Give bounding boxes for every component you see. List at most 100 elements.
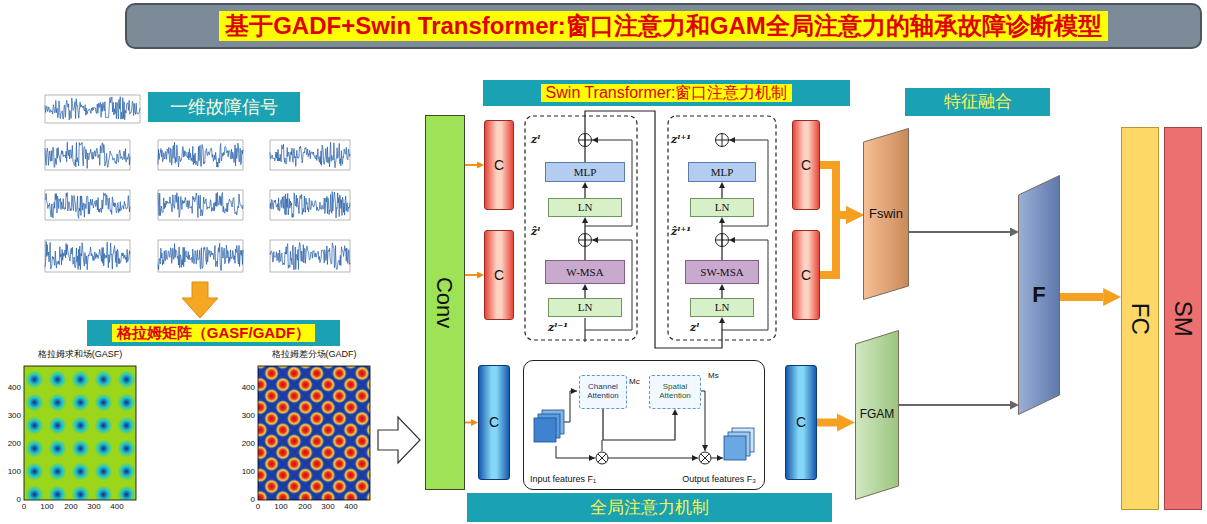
norm-box: LN [690,298,754,317]
connector [465,164,477,166]
plot-frame [270,190,350,220]
axis-tick: 100 [242,468,255,476]
gam-module: Input features F₁Output features F₃Chann… [523,360,765,490]
flow-arrow [820,165,846,215]
norm-box: LN [690,198,754,217]
down-arrow [182,282,218,318]
attention-box: Spatial Attention [649,375,701,409]
channel-block: C [478,365,510,480]
mlp-box: MLP [545,162,625,182]
multiply-symbol [596,452,711,464]
plot-frame [270,240,350,272]
plot-frame [270,140,350,170]
node-text: Channel Attention [580,383,626,401]
title-banner: 基于GADF+Swin Transformer:窗口注意力和GAM全局注意力的轴… [125,3,1202,49]
plot-frame [45,240,130,272]
channel-block: C [792,230,820,320]
signal-plot [270,190,350,220]
signal-trace [158,243,243,270]
connector [584,223,585,260]
signal-trace [158,192,243,217]
axis-tick: 100 [40,503,53,511]
node-text: LN [578,201,593,214]
plot-frame [45,190,130,220]
attention-box: W-MSA [545,260,625,284]
signal-trace [45,242,130,270]
swin-block-frame [668,116,776,340]
math-symbol: zˡ⁺¹ [671,134,691,145]
connector [721,223,722,260]
signal-trace [45,97,140,120]
signal-plot [158,140,243,170]
axis-tick: 300 [242,412,255,420]
connector [603,409,675,440]
axis-tick: 400 [344,503,357,511]
signal-plot [45,140,130,170]
channel-block: C [484,230,514,320]
node-text: W-MSA [566,266,603,279]
signal-trace [45,193,130,219]
axis-tick: 300 [321,503,334,511]
connector [465,274,477,276]
math-symbol: zˡ [690,322,699,333]
axis-tick: 300 [87,503,100,511]
node-text: FGAM [860,408,895,422]
feature-slab: F [1018,175,1060,415]
attention-map-name: Mc [629,378,640,386]
mlp-box: MLP [688,162,756,182]
softmax-layer: SM [1164,127,1202,510]
math-symbol: zˡ [531,134,540,145]
section-label: 格拉姆矩阵（GASF/GADF） [87,320,340,346]
conv-layer: Conv [425,115,465,490]
axis-tick: 200 [8,440,21,448]
connector [465,422,471,424]
node-text: Fswin [869,207,903,222]
feature-slab: Fswin [863,128,909,300]
node-text: LN [578,301,593,314]
signal-plot [45,240,130,272]
node-text: C [801,267,811,283]
flow-arrow [817,419,837,427]
axis-tick: 100 [274,503,287,511]
plot-frame [45,140,130,170]
math-symbol: ẑˡ [531,226,540,237]
slab-shape [856,331,899,500]
plot-frame [45,95,140,123]
flow-arrow [820,215,846,275]
section-label: 一维故障信号 [148,92,300,122]
slab-shape [864,129,909,300]
node-text: MLP [574,166,597,179]
node-text: C [494,157,504,173]
axis-tick: 400 [8,384,21,392]
connector [584,188,585,198]
node-text: Swin Transformer:窗口注意力机制 [541,84,793,102]
node-text: F [1032,282,1045,307]
node-text: C [801,157,811,173]
math-symbol: ẑˡ⁺¹ [671,226,691,237]
input-line [584,318,585,342]
gadf-heatmap [258,366,370,500]
channel-block: C [785,365,817,480]
signal-plot [270,240,350,272]
slab-shape [1019,176,1060,415]
node-text: Input features F₁ [530,474,596,484]
gasf-heatmap [24,366,136,500]
attention-map-name: Ms [708,372,719,380]
attention-box: Channel Attention [579,375,627,409]
fc-layer: FC [1121,127,1159,510]
plot-title: 格拉姆差分场(GADF) [272,350,357,359]
plot-frame [158,140,243,170]
signal-trace [270,192,350,218]
signal-plot [270,140,350,170]
connector [721,290,722,298]
plot-frame [158,240,243,272]
node-text: MLP [711,166,734,179]
node-text: C [494,267,504,283]
plot-title: 格拉姆求和场(GASF) [38,350,123,359]
axis-tick: 0 [22,503,26,511]
white-arrow [378,417,420,463]
signal-plot [45,190,130,220]
axis-tick: 200 [242,440,255,448]
axis-tick: 400 [242,384,255,392]
node-text: C [796,414,806,430]
